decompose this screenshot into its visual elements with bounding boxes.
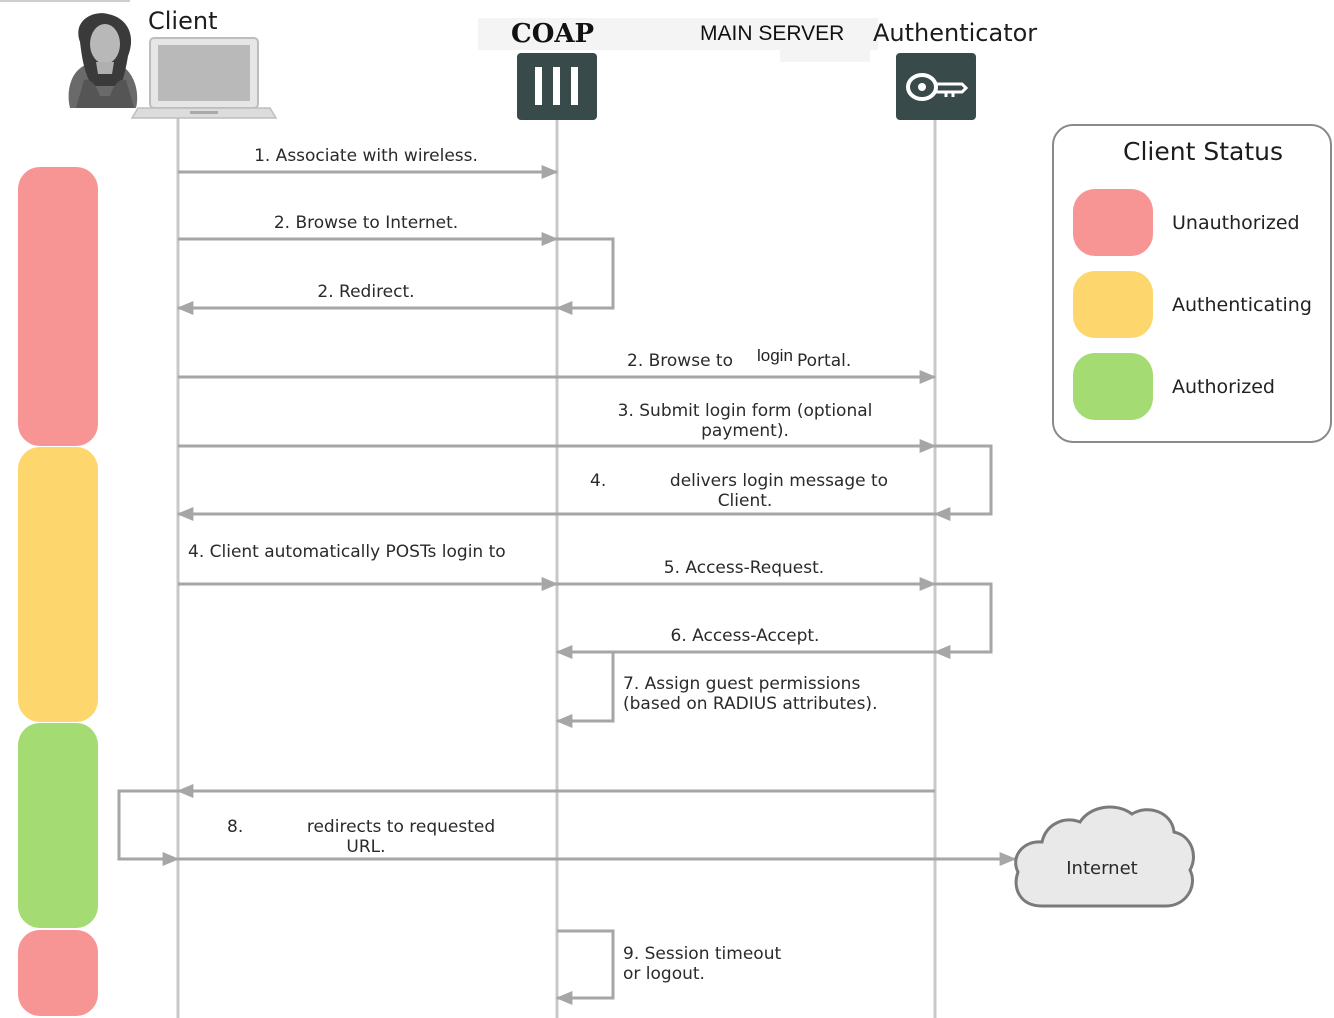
message-deliver-line2: Client.	[718, 491, 773, 511]
legend-label-authenticating: Authenticating	[1172, 294, 1312, 316]
status-bar-unauthorized-end	[18, 930, 98, 1016]
message-timeout-line1: 9. Session timeout	[623, 944, 781, 964]
message-submit-login-line2: payment).	[701, 421, 789, 441]
legend-label-authorized: Authorized	[1172, 376, 1275, 398]
redirect-url-loop	[117, 789, 180, 866]
message-associate: 1. Associate with wireless.	[254, 146, 478, 166]
message-assign-line1: 7. Assign guest permissions	[623, 674, 860, 694]
message-deliver-number: 4.	[590, 471, 606, 491]
message-browse-portal-login: login	[757, 346, 793, 365]
assign-loop	[555, 650, 615, 728]
message-post-login: 4. Client automatically POSTs login to	[188, 542, 506, 562]
client-laptop-icon	[130, 37, 278, 119]
message-redirect-url-line2: URL.	[346, 837, 385, 857]
message-redirect-url-number: 8.	[227, 817, 243, 837]
message-redirect: 2. Redirect.	[317, 282, 414, 302]
redirect-loop	[555, 237, 615, 315]
message-redirect-url-line1: redirects to requested	[307, 817, 495, 837]
message-timeout-line2: or logout.	[623, 964, 705, 984]
message-access-accept: 6. Access-Accept.	[671, 626, 820, 646]
internet-label: Internet	[1066, 858, 1137, 879]
message-browse-portal-suffix: Portal.	[797, 351, 851, 371]
authenticator-label: Authenticator	[873, 19, 1037, 47]
client-person-icon	[68, 13, 138, 108]
key-icon	[896, 53, 976, 120]
status-bar-authorized	[18, 723, 98, 928]
legend-label-unauthorized: Unauthorized	[1172, 212, 1300, 234]
status-bar-unauthorized	[18, 167, 98, 446]
coap-label: COAP	[511, 19, 594, 49]
client-label: Client	[148, 7, 217, 35]
message-browse-internet: 2. Browse to Internet.	[274, 213, 458, 233]
legend-title: Client Status	[1123, 137, 1283, 166]
status-bar-authenticating	[18, 447, 98, 722]
main-server-label: MAIN SERVER	[700, 22, 844, 45]
header-band-tab	[780, 50, 870, 62]
header-band	[478, 18, 878, 50]
message-deliver-line1: delivers login message to	[670, 471, 888, 491]
internet-cloud-icon	[1014, 805, 1195, 908]
client-status-legend: Client Status Unauthorized Authenticatin…	[1052, 124, 1332, 443]
legend-swatch-authenticating	[1073, 271, 1153, 338]
legend-swatch-unauthorized	[1073, 189, 1153, 256]
message-access-request: 5. Access-Request.	[664, 558, 824, 578]
coap-server-icon	[517, 53, 597, 120]
deliver-loop	[933, 444, 993, 521]
message-assign-line2: (based on RADIUS attributes).	[623, 694, 877, 714]
message-browse-portal-prefix: 2. Browse to	[627, 351, 733, 371]
timeout-loop	[555, 929, 615, 1005]
legend-swatch-authorized	[1073, 353, 1153, 420]
accept-loop	[933, 582, 993, 659]
message-submit-login-line1: 3. Submit login form (optional	[618, 401, 873, 421]
